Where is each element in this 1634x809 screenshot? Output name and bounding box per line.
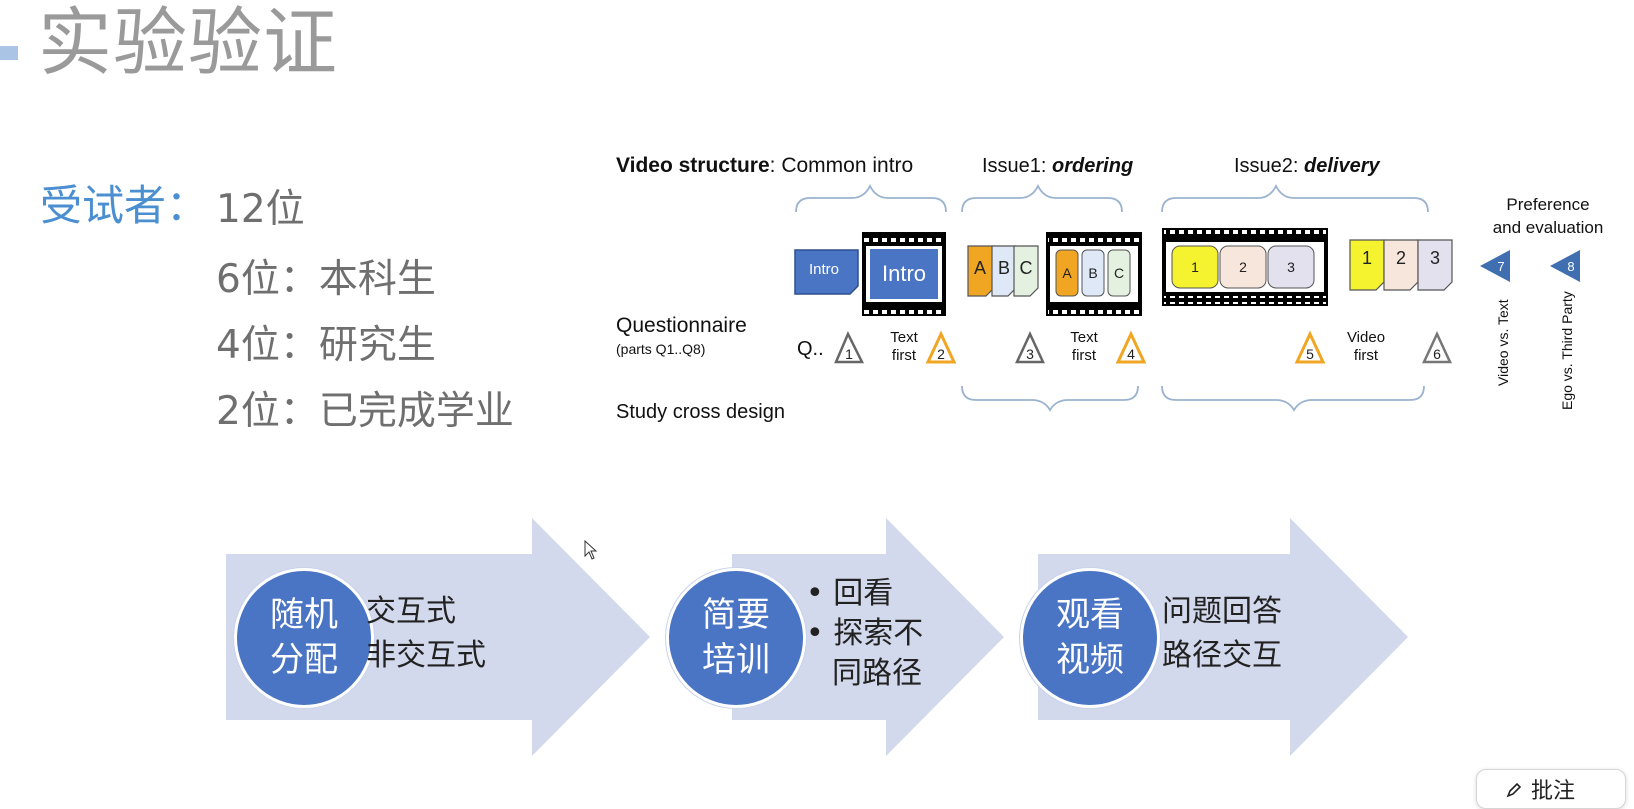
subject-group-undergrad: 6位：本科生 [216,257,436,302]
text-first-1-line1: Text [890,329,918,346]
subject-group-graduate: 4位：研究生 [216,323,436,368]
step2-bullet-1: • 回看 [806,576,894,611]
step1-line-interactive: 交互式 [366,594,456,629]
step2-bullet-list: • 回看 • 探索不 同路径 [806,574,923,694]
video-first-line1: Video [1347,329,1385,346]
numbered-film-frame: 1 2 3 [1162,228,1328,306]
step-circle-random-assign: 随机分配 [234,568,374,708]
svg-text:B: B [1088,265,1097,281]
step2-circle-line1: 简要 [702,595,770,635]
preference-line2: and evaluation [1493,218,1604,237]
triangle-7-icon: 7 [1480,250,1510,282]
svg-text:A: A [1062,265,1072,281]
annotate-button-label: 批注 [1531,779,1576,804]
svg-text:B: B [998,258,1010,278]
abc-film-frame: A B C [1046,232,1142,316]
step3-line-path: 路径交互 [1162,638,1282,673]
step3-text: 问题回答 路径交互 [1162,590,1282,678]
vertical-label-8: Ego vs. Third Party [1559,291,1575,410]
svg-text:A: A [974,258,986,278]
step3-circle-line2: 视频 [1056,640,1124,680]
process-arrows [226,518,1408,756]
svg-text:2: 2 [1396,248,1406,268]
preference-line1: Preference [1506,195,1589,214]
step-circle-watch-video: 观看视频 [1020,568,1160,708]
triangle-5-icon: 5 [1294,330,1326,364]
step1-circle-line2: 分配 [270,640,338,680]
slide-title: 实验验证 [38,0,338,86]
video-first-line2: first [1354,347,1379,364]
svg-text:1: 1 [1362,248,1372,268]
svg-text:5: 5 [1306,346,1314,362]
triangle-6-icon: 6 [1422,331,1452,364]
subjects-total: 12位 [216,187,305,232]
abc-doc-cards: A B C [967,245,1039,297]
study-structure-diagram: Video structure: Common intro Issue1: or… [616,154,1604,423]
text-first-2-line2: first [1072,347,1097,364]
triangle-4-icon: 4 [1115,330,1147,364]
svg-text:6: 6 [1433,346,1441,362]
vertical-label-7: Video vs. Text [1495,299,1511,386]
svg-text:8: 8 [1567,259,1574,274]
text-first-2-line1: Text [1070,329,1098,346]
svg-text:2: 2 [937,346,945,362]
brace-bottom-issue1 [961,385,1139,412]
q-prefix: Q.. [797,338,824,360]
process-arrow-2 [732,518,1004,756]
svg-text:1: 1 [845,346,853,362]
questionnaire-parts: (parts Q1..Q8) [616,341,705,357]
triangle-8-icon: 8 [1550,250,1580,282]
text-first-1-line2: first [892,347,917,364]
issue1-label: Issue1: ordering [982,155,1133,177]
triangle-1-icon: 1 [834,331,865,364]
numbered-doc-cards: 1 2 3 [1349,239,1453,291]
step1-line-noninteractive: 非交互式 [366,638,486,673]
subjects-label: 受试者： [40,181,209,230]
svg-text:3: 3 [1287,259,1295,275]
issue2-label: Issue2: delivery [1234,155,1381,177]
pen-icon [1505,780,1523,798]
svg-text:2: 2 [1239,259,1247,275]
intro-film-frame: Intro [862,232,946,316]
step2-circle-line2: 培训 [702,640,770,680]
subject-group-finished: 2位：已完成学业 [216,389,514,434]
svg-text:7: 7 [1497,259,1504,274]
step2-bullet-2-cont: 同路径 [832,656,922,691]
process-arrow-3 [1038,518,1408,756]
brace-common-intro [795,183,947,213]
step-circle-brief-training: 简要培训 [666,568,806,708]
svg-text:C: C [1020,258,1033,278]
svg-text:C: C [1114,265,1124,281]
triangle-3-icon: 3 [1015,331,1045,364]
svg-text:4: 4 [1127,346,1135,362]
brace-issue2 [1161,183,1429,213]
video-structure-title: Video structure: Common intro [616,154,913,177]
svg-text:Intro: Intro [809,261,839,278]
questionnaire-label: Questionnaire [616,314,747,337]
svg-text:3: 3 [1026,346,1034,362]
annotate-button[interactable]: 批注 [1476,769,1626,809]
mouse-cursor-icon [584,540,598,560]
svg-text:3: 3 [1430,248,1440,268]
intro-doc-card: Intro [794,249,859,295]
svg-text:1: 1 [1191,259,1199,275]
study-cross-design-label: Study cross design [616,401,785,423]
step3-circle-line1: 观看 [1056,595,1124,635]
step3-line-question: 问题回答 [1162,594,1282,629]
triangle-2-icon: 2 [925,330,957,364]
step1-text: 交互式 非交互式 [366,590,486,678]
title-marker [0,46,18,60]
step2-bullet-2: • 探索不 [806,616,924,651]
step1-circle-line1: 随机 [270,595,338,635]
brace-bottom-issue2 [1161,385,1425,412]
brace-issue1 [961,183,1123,213]
svg-text:Intro: Intro [882,261,926,286]
